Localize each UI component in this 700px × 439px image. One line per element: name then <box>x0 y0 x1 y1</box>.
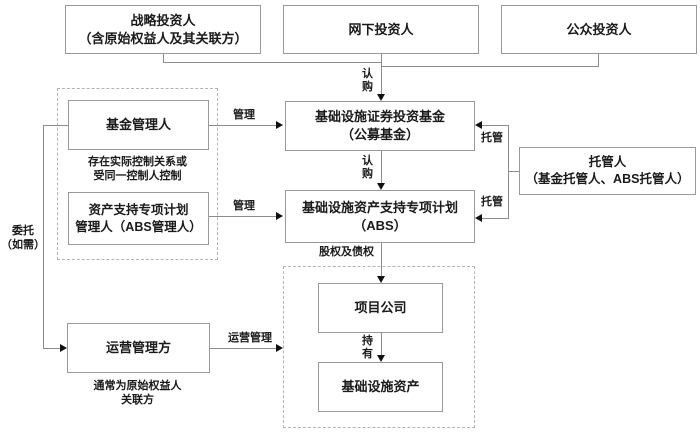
node-sublabel: （公募基金） <box>340 127 419 142</box>
note-entrust: 委托 （如需） <box>0 224 46 253</box>
arrow-down-icon <box>377 183 385 190</box>
node-label: 托管人 <box>588 155 627 170</box>
note-line: 存在实际控制关系或 <box>88 156 187 168</box>
note-line: 通常为原始权益人 <box>93 380 182 392</box>
note-operator-affiliate: 通常为原始权益人 关联方 <box>57 379 218 408</box>
node-infrastructure-asset: 基础设施资产 <box>318 362 443 412</box>
node-operator: 运营管理方 <box>67 323 210 373</box>
node-sublabel: （含原始权益人及其关联方） <box>78 30 248 46</box>
connector-custody2-line <box>482 218 509 219</box>
arrow-down-icon <box>377 94 385 101</box>
node-strategic-investor: 战略投资人 （含原始权益人及其关联方） <box>65 5 261 54</box>
node-public-fund: 基础设施证券投资基金 （公募基金） <box>285 101 475 151</box>
node-label: 资产支持专项计划 <box>88 202 189 217</box>
node-label: 基础设施资产 <box>341 379 420 395</box>
edge-label-equity-debt: 股权及债权 <box>319 246 374 258</box>
connector-manage1-line <box>209 125 276 126</box>
node-project-company: 项目公司 <box>318 283 443 333</box>
arrow-right-icon <box>276 344 283 352</box>
edge-label-manage1: 管理 <box>233 109 255 121</box>
node-label: 项目公司 <box>354 300 407 316</box>
edge-label-manage2: 管理 <box>233 200 255 212</box>
connector-public-stub <box>598 54 599 67</box>
node-fund-manager: 基金管理人 <box>68 100 209 150</box>
note-line: 受同一控制人控制 <box>93 170 182 183</box>
connector-equity-debt-line <box>381 243 382 277</box>
connector-custody1-line <box>482 125 509 126</box>
node-label: 运营管理方 <box>105 340 171 356</box>
node-abs-plan: 基础设施资产支持专项计划 （ABS） <box>285 190 475 243</box>
edge-label-custody1: 托管 <box>481 132 503 144</box>
edge-label-hold: 持有 <box>362 335 373 360</box>
arrow-down-icon <box>377 276 385 283</box>
edge-label-subscribe1: 认购 <box>362 68 373 93</box>
connector-entrust-top <box>43 125 68 126</box>
node-custodian: 托管人 （基金托管人、ABS托管人） <box>519 147 696 195</box>
node-label: 战略投资人 <box>130 12 196 28</box>
edge-label-op-manage: 运营管理 <box>228 332 272 344</box>
arrow-right-icon <box>276 121 283 129</box>
arrow-right-icon <box>276 212 283 220</box>
connector-op-manage-line <box>210 348 276 349</box>
manager-group-frame <box>57 88 218 260</box>
note-control-relationship: 存在实际控制关系或 受同一控制人控制 <box>57 155 218 184</box>
node-sublabel: （基金托管人、ABS托管人） <box>525 172 690 186</box>
node-label: 网下投资人 <box>348 21 414 37</box>
connector-custodian-stub <box>508 171 519 172</box>
connector-entrust-bottom <box>43 348 61 349</box>
connector-custodian-vertical <box>508 125 509 219</box>
arrow-left-icon <box>475 121 482 129</box>
connector-manage2-line <box>209 216 276 217</box>
arrow-down-icon <box>377 355 385 362</box>
node-abs-manager: 资产支持专项计划 管理人（ABS管理人） <box>68 192 209 245</box>
arrow-left-icon <box>475 214 482 222</box>
note-line: 委托 <box>12 225 34 237</box>
node-sublabel: （ABS） <box>353 217 407 233</box>
connector-subscribe2-line <box>381 151 382 183</box>
node-offline-investor: 网下投资人 <box>283 5 479 54</box>
arrow-right-icon <box>60 344 67 352</box>
edge-label-custody2: 托管 <box>481 196 503 208</box>
node-sublabel: 管理人（ABS管理人） <box>75 219 202 234</box>
node-label: 基础设施证券投资基金 <box>314 109 445 125</box>
note-line: 关联方 <box>121 394 154 407</box>
connector-entrust-vertical <box>43 125 44 349</box>
connector-top-right <box>381 66 599 67</box>
node-label: 基金管理人 <box>105 117 171 133</box>
underlying-asset-group-frame <box>283 266 475 428</box>
edge-label-subscribe2: 认购 <box>362 155 373 180</box>
node-label: 基础设施资产支持专项计划 <box>301 199 458 215</box>
connector-strategic-stub <box>163 54 164 63</box>
connector-subscribe1-line <box>381 54 382 95</box>
node-label: 公众投资人 <box>566 21 632 37</box>
connector-hold-line <box>381 333 382 356</box>
note-line: （如需） <box>1 239 45 252</box>
node-public-investor: 公众投资人 <box>501 5 697 54</box>
connector-top-left <box>163 62 382 63</box>
